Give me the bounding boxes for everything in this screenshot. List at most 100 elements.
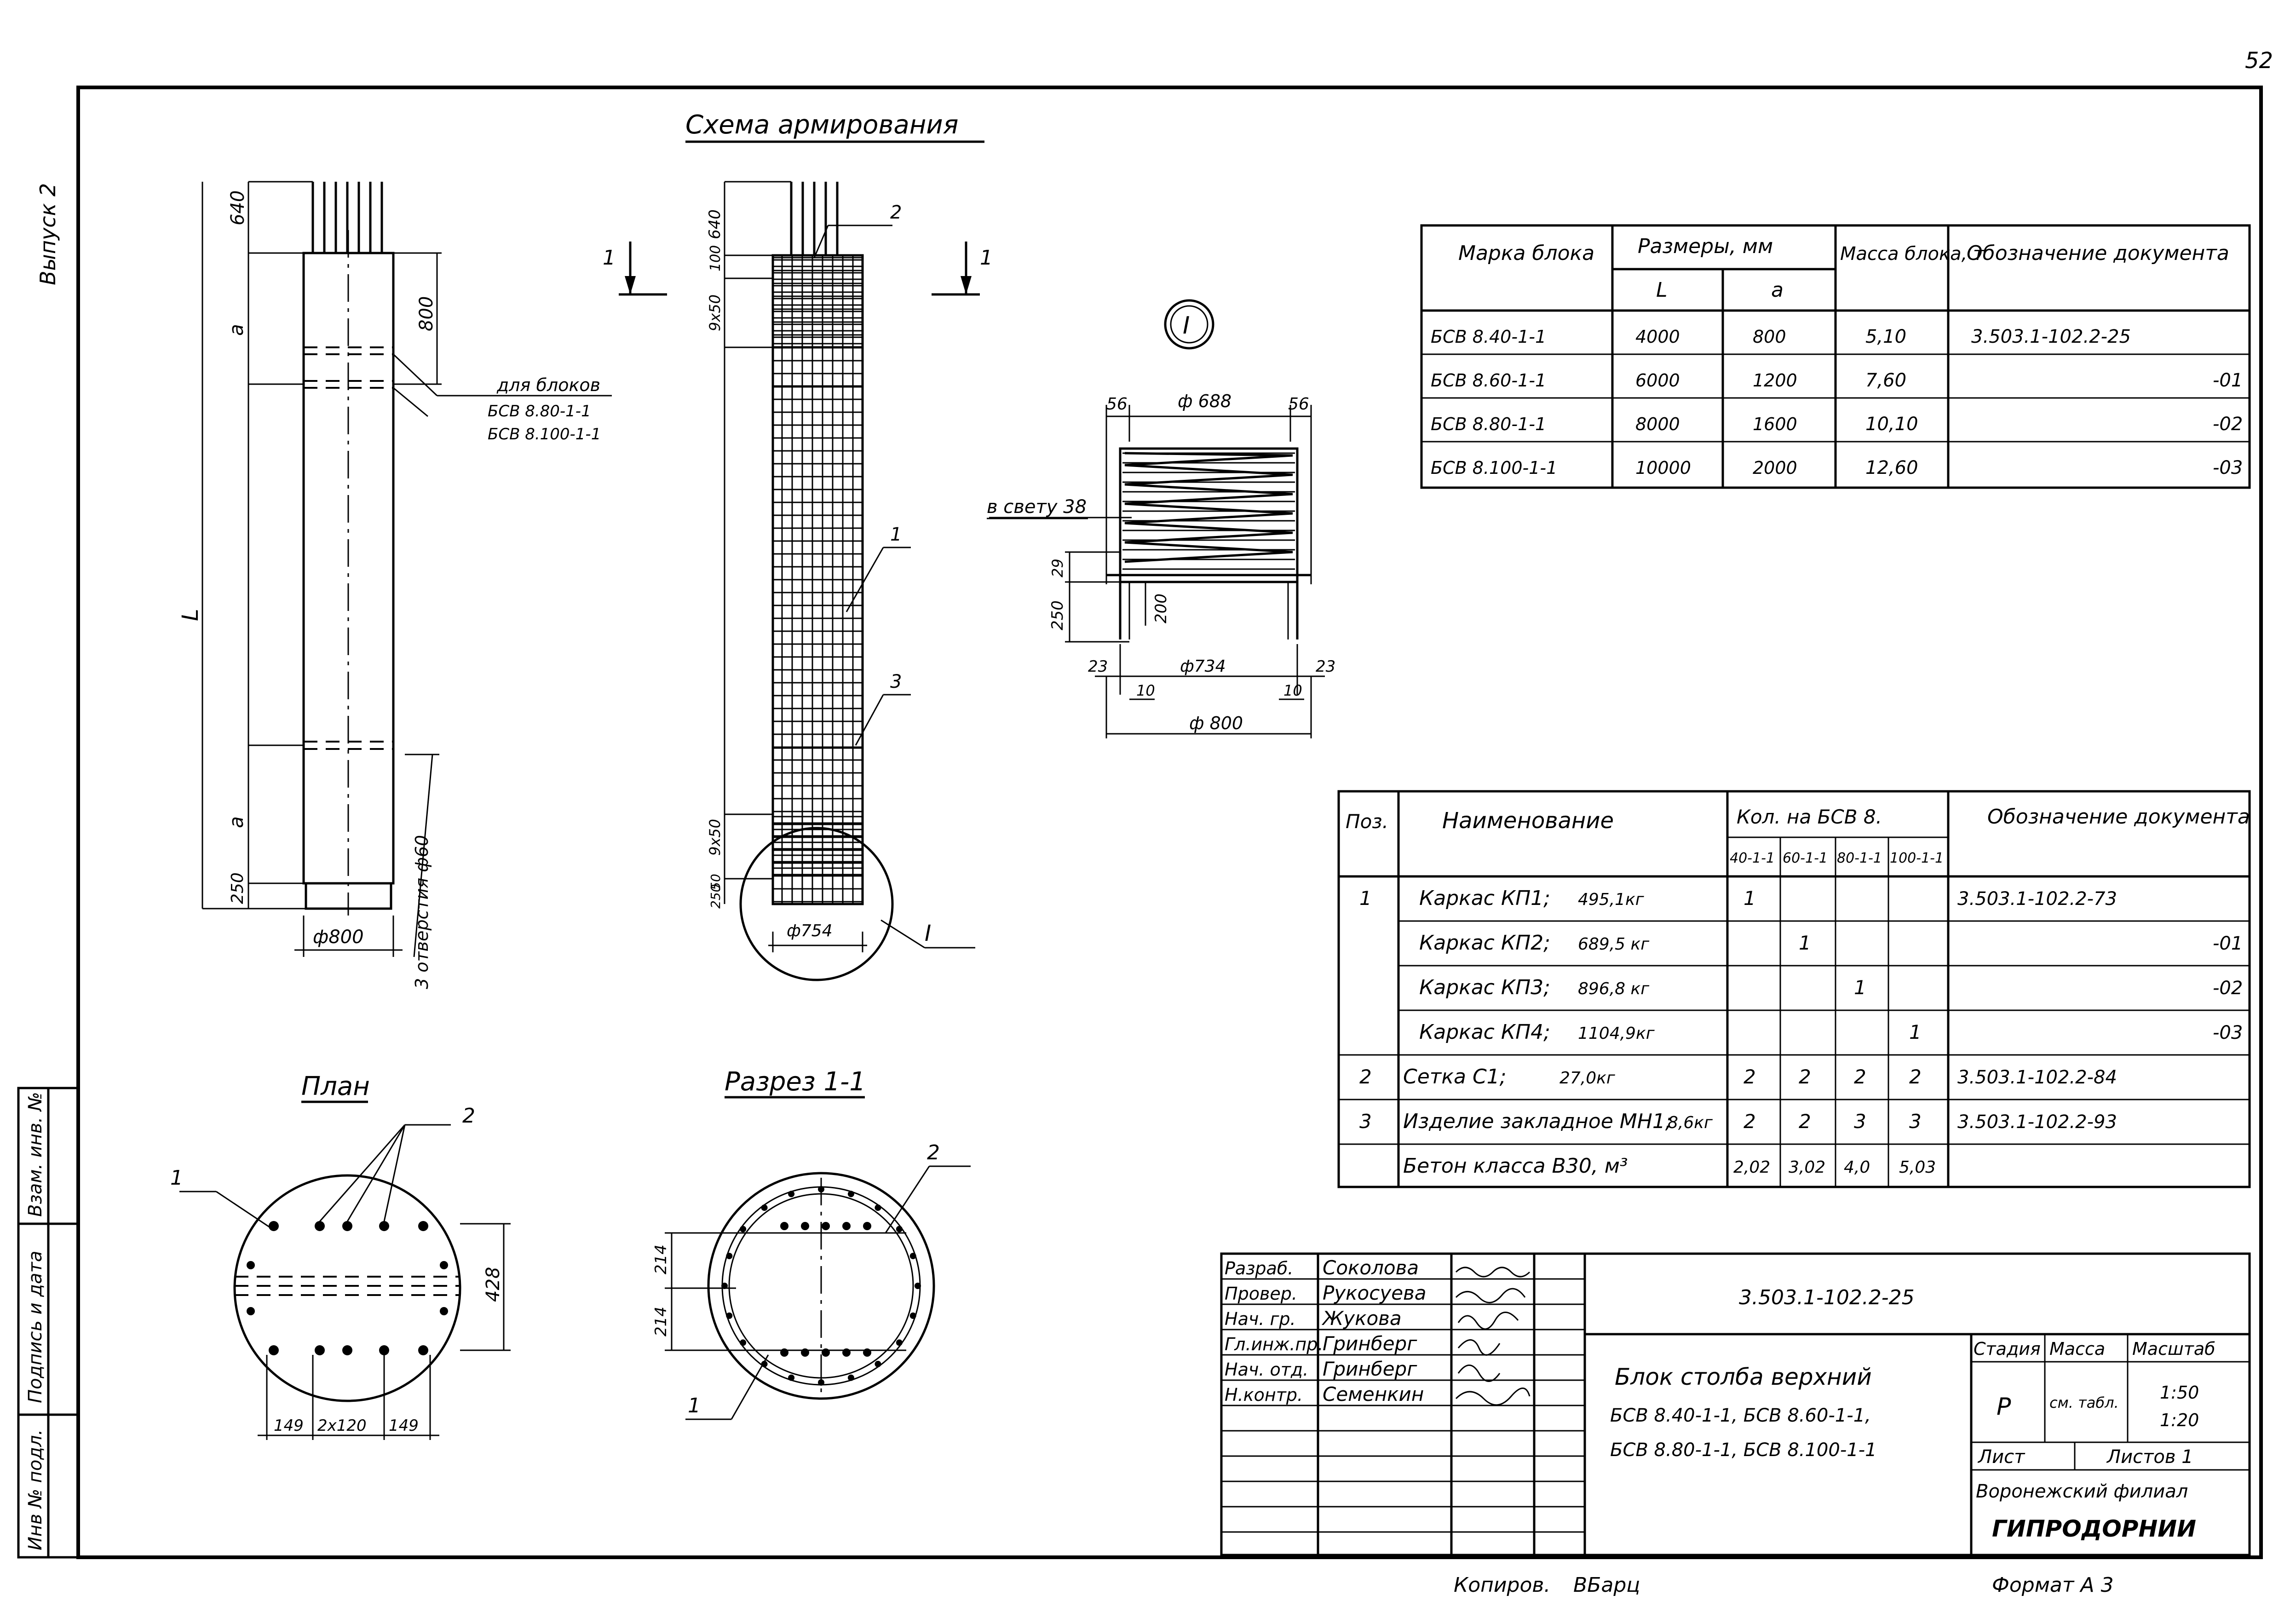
plan-rebar-dot [247,1307,255,1315]
section-rebar-dot [780,1222,788,1230]
section-rebar-dot [863,1348,871,1357]
side-stamp-inv: Инв № подл. [25,1429,46,1550]
plan-title: План [301,1071,370,1101]
section-ring-dot [726,1253,733,1260]
section-mark-right: 1 [980,246,993,270]
dim-cage-diam: ф754 [787,921,833,940]
plan-rebar-dot [315,1221,325,1231]
side-stamp-sign: Подпись и дата [25,1251,46,1403]
tb-role: Нач. гр. [1225,1309,1296,1329]
section-ring-dot [915,1283,921,1289]
spec-hdr-name: Наименование [1442,808,1614,834]
tb-scale-label: Масштаб [2132,1339,2215,1359]
tb-org-name: ГИПРОДОРНИИ [1992,1515,2196,1542]
spec-hdr-col-3: 80-1-1 [1837,850,1882,866]
dim-detail-23-right: 23 [1316,657,1335,676]
section-rebar-dot [822,1222,830,1230]
spec-cell-qty: 2 [1909,1065,1922,1088]
blocks-cell-L: 6000 [1635,370,1680,391]
tb-role: Нач. отд. [1225,1359,1308,1380]
section-ring-dot [818,1379,824,1386]
spec-cell-mass: 27,0кг [1559,1069,1616,1088]
tb-sheet-label: Лист [1977,1446,2026,1468]
spec-cell-qty: 2 [1799,1110,1811,1133]
issue-label: Выпуск 2 [35,183,60,285]
dim-cage-9x50-top: 9х50 [706,294,724,331]
spec-cell-qty: 1 [1799,932,1811,954]
spec-cell-pos: 1 [1359,887,1372,910]
spec-cell-qty: 2 [1799,1065,1811,1088]
blocks-cell-doc: -03 [2213,457,2243,478]
dim-detail-10-right: 10 [1283,682,1302,699]
tb-sheets-label: Листов 1 [2106,1446,2193,1468]
section-pos-1: 1 [688,1394,701,1417]
spec-cell-qty: 2 [1854,1065,1866,1088]
plan-rebar-dot [269,1345,279,1355]
spec-cell-mass: 689,5 кг [1578,935,1650,954]
tb-scale-2: 1:20 [2160,1410,2199,1430]
tb-role: Провер. [1225,1284,1297,1304]
plan-rebar-dot [418,1345,428,1355]
detail-spiral [1124,452,1293,563]
tb-name: Жукова [1321,1307,1402,1330]
format-label: Формат А 3 [1992,1573,2114,1597]
dim-detail-200: 200 [1152,593,1170,623]
spec-cell-qty: 3,02 [1789,1158,1825,1177]
blocks-cell-mark: БСВ 8.60-1-1 [1431,370,1546,391]
dim-cage-50: 50 [708,874,723,890]
holes-note: 3 отверстия ф60 [412,835,432,989]
tb-title-1: Блок столба верхний [1615,1364,1872,1390]
dim-cage-100: 100 [708,245,724,271]
spec-cell-mass: 495,1кг [1578,890,1645,909]
blocks-hdr-doc: Обозначение документа [1967,242,2229,265]
drawing-frame [76,86,2263,1559]
note-block-2: БСВ 8.100-1-1 [488,425,601,443]
spec-cell-mass: 1104,9кг [1578,1024,1655,1043]
section-ring-dot [740,1339,747,1346]
dim-elev-L: L [178,609,203,621]
spec-cell-pos: 2 [1359,1065,1372,1088]
dim-elev-a-bottom: a [225,816,247,828]
dim-elev-diam: ф800 [313,927,364,948]
blocks-cell-mark: БСВ 8.100-1-1 [1431,458,1557,478]
spec-cell-name: Каркас КП2; [1419,931,1550,955]
spec-cell-qty: 1 [1909,1021,1922,1043]
section-1-1: Разрез 1-1 214 214 2 1 [652,1067,971,1420]
cage-pos-2: 2 [890,202,902,223]
dim-detail-800: ф 800 [1189,713,1243,733]
spec-cell-name: Сетка С1; [1403,1065,1507,1088]
section-dim-214-bottom: 214 [652,1307,670,1336]
dim-detail-688: ф 688 [1178,391,1231,411]
spec-cell-name: Каркас КП3; [1419,976,1550,999]
plan-dim-149-right: 149 [389,1417,419,1435]
note-for-blocks: для блоков [496,375,600,395]
tb-name: Рукосуева [1323,1282,1427,1304]
section-mark-left: 1 [603,246,616,270]
section-ring-dot [896,1226,903,1232]
blocks-cell-doc: -02 [2213,414,2243,435]
side-stamp: Инв № подл. Подпись и дата Взам. инв. № [17,1087,80,1559]
tb-role: Гл.инж.пр. [1225,1334,1323,1354]
tb-role: Разраб. [1225,1258,1293,1278]
spec-hdr-qty: Кол. на БСВ 8. [1737,806,1882,828]
blocks-cell-L: 10000 [1635,458,1691,478]
dim-detail-29: 29 [1049,559,1066,577]
plan-rebar-dot [379,1221,389,1231]
section-ring-dot [788,1374,795,1381]
tb-stage-label: Стадия [1974,1339,2041,1359]
dim-cage-250: 250 [708,884,723,909]
section-ring-dot [788,1191,795,1198]
spec-cell-qty: 1 [1744,887,1756,910]
tb-scale-1: 1:50 [2160,1382,2199,1403]
section-rebar-dot [780,1348,788,1357]
section-ring-dot [740,1226,747,1232]
dim-cage-9x50-bottom: 9х50 [706,819,724,856]
blocks-cell-mark: БСВ 8.80-1-1 [1431,414,1546,434]
plan-dim-428: 428 [483,1267,504,1302]
dim-detail-56-right: 56 [1288,395,1309,414]
plan-rebar-dot [342,1345,352,1355]
blocks-cell-mass: 10,10 [1865,414,1918,435]
plan-dim-149-left: 149 [274,1417,304,1435]
spec-cell-qty: 3 [1854,1110,1866,1133]
dim-detail-734: ф734 [1180,657,1226,676]
